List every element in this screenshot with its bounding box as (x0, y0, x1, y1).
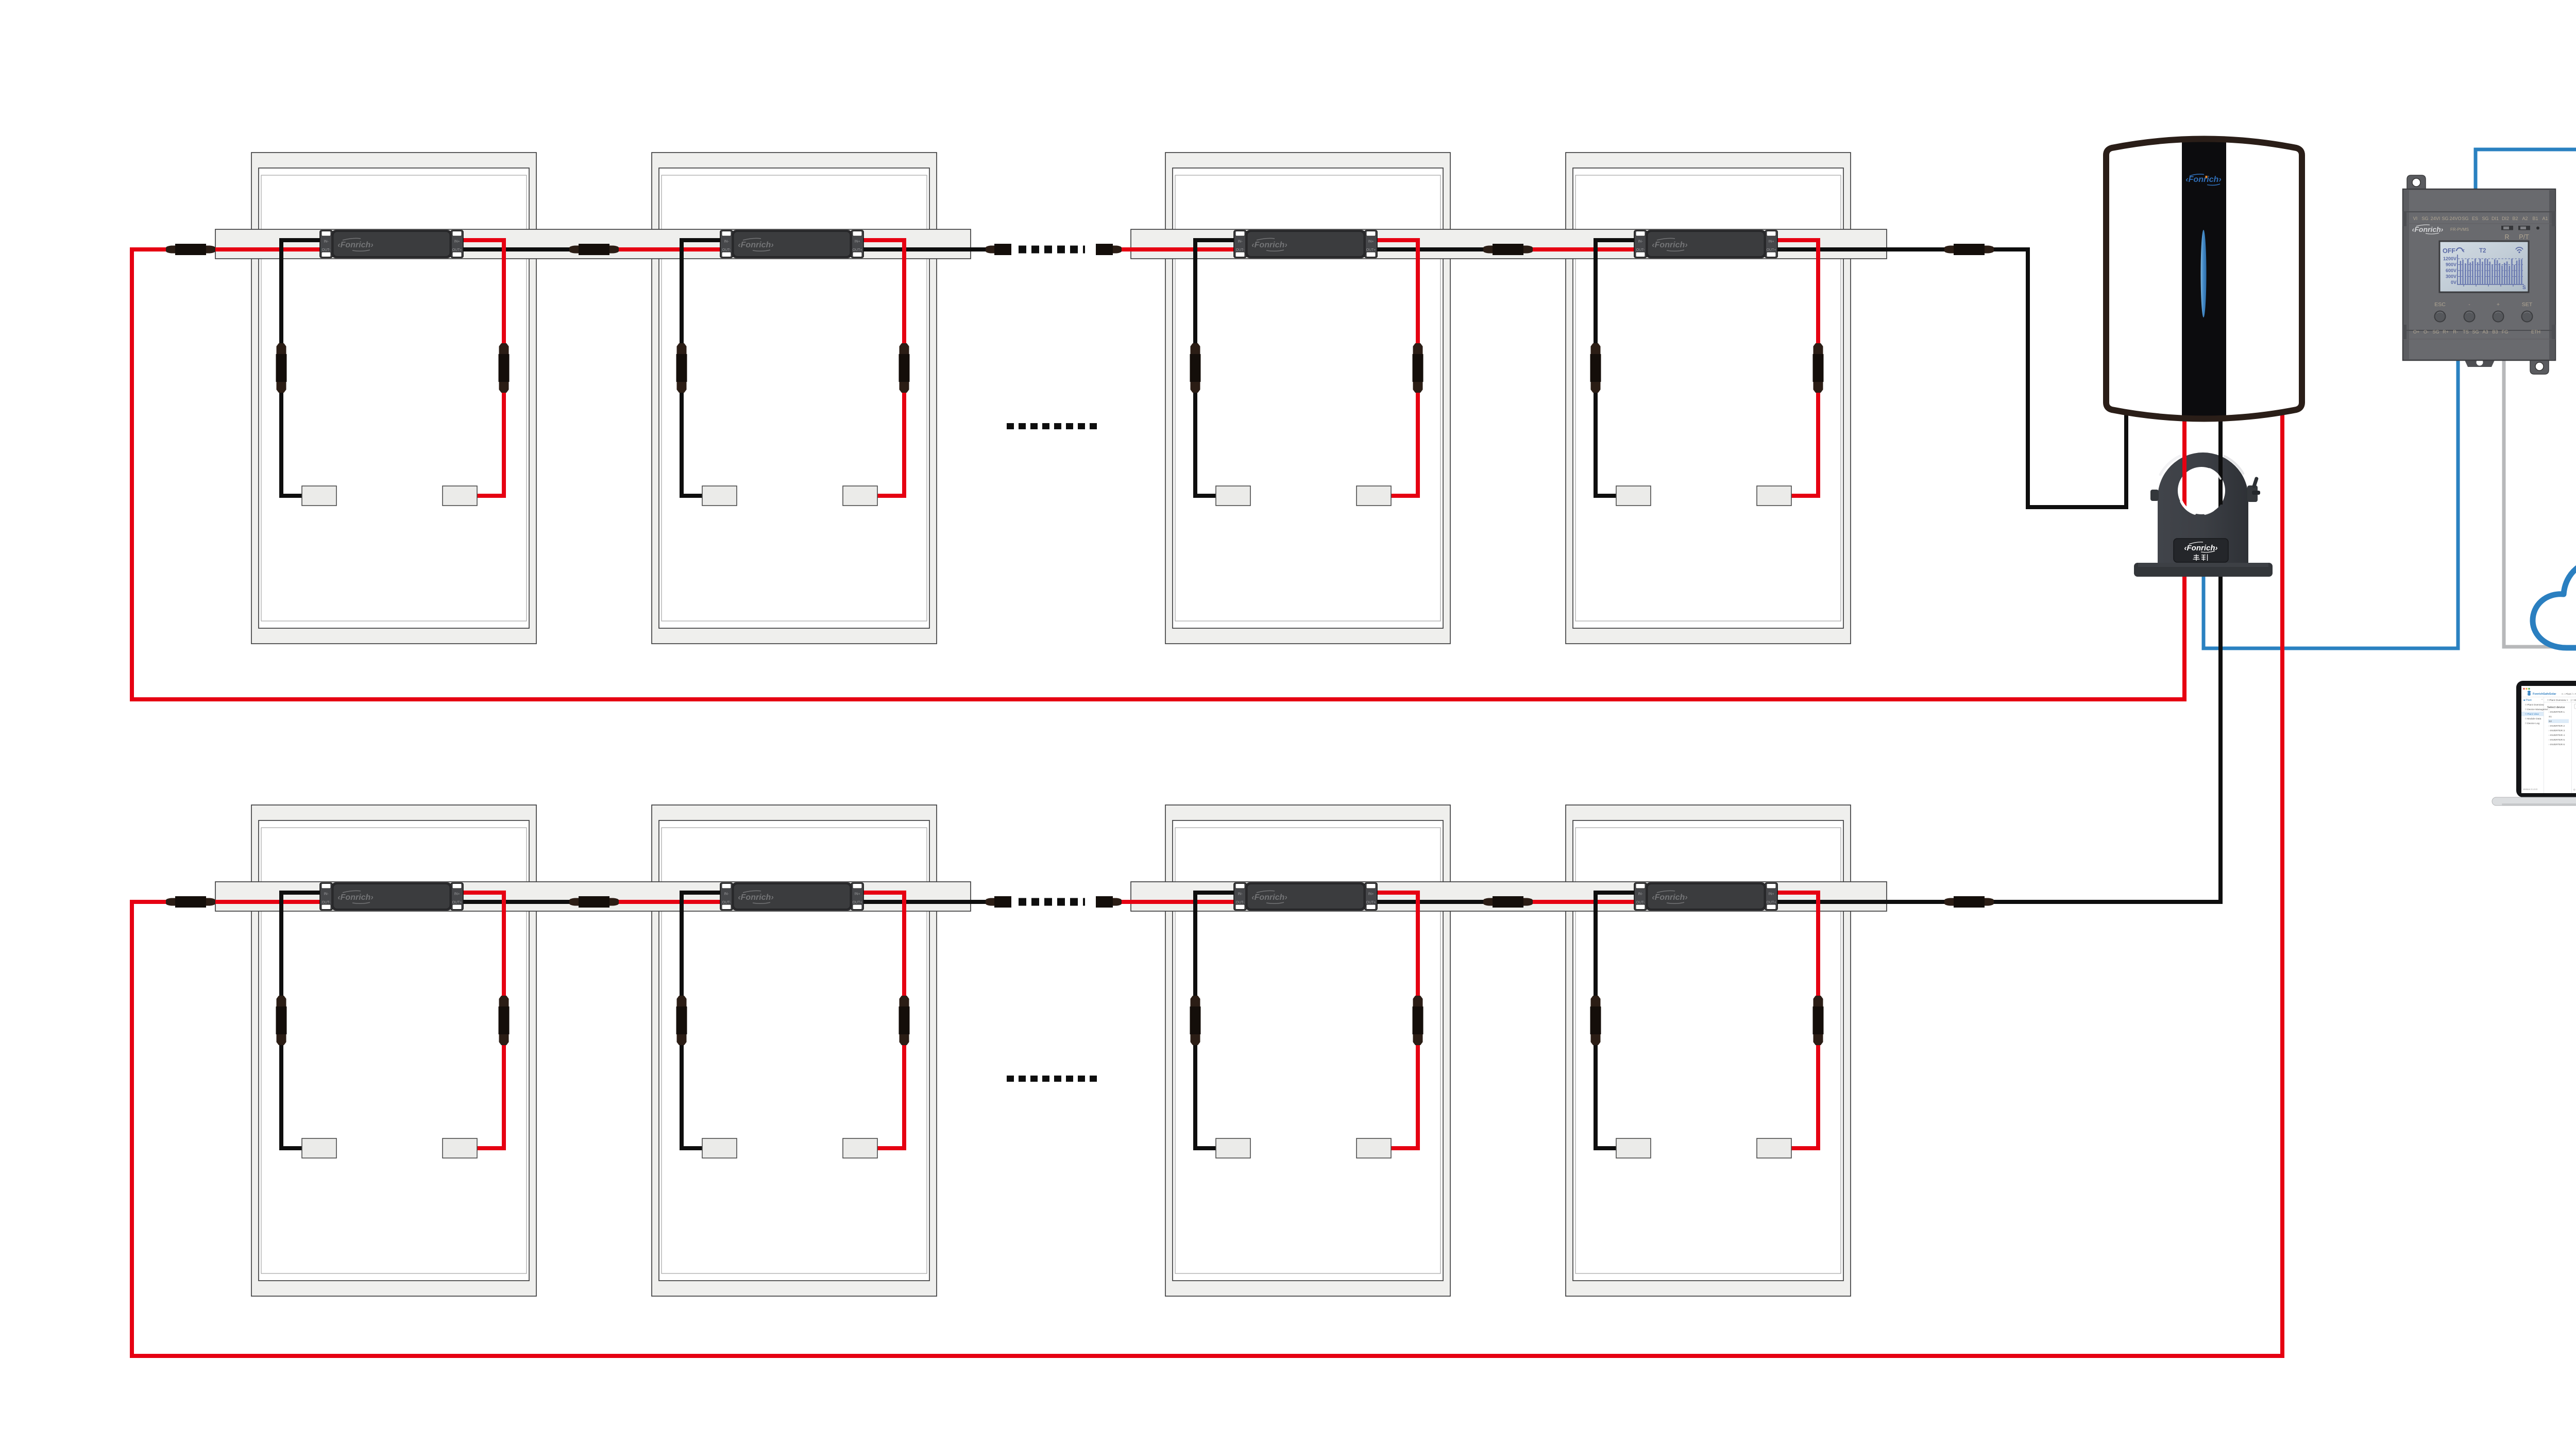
svg-text:B2: B2 (2512, 216, 2518, 221)
svg-text:A3: A3 (2482, 329, 2488, 334)
svg-text:S: S (2522, 285, 2526, 291)
svg-text:SG: SG (2432, 329, 2439, 334)
svg-text:‹Fonrich›: ‹Fonrich› (2412, 225, 2444, 233)
svg-text:0V: 0V (2451, 280, 2456, 285)
svg-text:SET: SET (2522, 301, 2533, 308)
svg-text:Version 2.1.0.0: Version 2.1.0.0 (2523, 788, 2538, 791)
svg-text:O-: O- (2424, 329, 2429, 334)
svg-text:□ Module Data: □ Module Data (2525, 717, 2541, 720)
svg-text:□ Plant Overview ×: □ Plant Overview × (2547, 699, 2568, 702)
svg-text:‹Fonrich›: ‹Fonrich› (2184, 544, 2218, 552)
svg-text:□ Device Manageme...: □ Device Manageme... (2525, 708, 2550, 711)
svg-text:› INVERTER 3: › INVERTER 3 (2549, 729, 2565, 732)
svg-text:› INVERTER 6: › INVERTER 6 (2549, 743, 2565, 746)
svg-text:› INVERTER 2: › INVERTER 2 (2549, 725, 2565, 728)
svg-text:24VI: 24VI (2431, 216, 2441, 221)
svg-text:R+: R+ (2443, 329, 2449, 334)
svg-text:T2: T2 (2479, 248, 2486, 254)
svg-text:ETH: ETH (2531, 329, 2540, 334)
svg-text:B1: B1 (2532, 216, 2538, 221)
svg-text:^: ^ (2541, 699, 2543, 702)
svg-text:SG: SG (2482, 216, 2488, 221)
svg-text:24VO: 24VO (2449, 216, 2461, 221)
svg-text:-: - (2468, 301, 2470, 308)
svg-text:FG: FG (2502, 329, 2509, 334)
svg-text:SG: SG (2442, 216, 2448, 221)
svg-text:SG: SG (2472, 329, 2479, 334)
svg-text:S2: S2 (2549, 720, 2552, 723)
svg-text:FonrichSafeSolar: FonrichSafeSolar (2533, 693, 2556, 696)
svg-text:R: R (2504, 233, 2509, 241)
svg-text:O+: O+ (2413, 329, 2419, 334)
svg-text:DI1: DI1 (2492, 216, 2499, 221)
svg-text:■ Plant: ■ Plant (2523, 699, 2532, 702)
svg-text:600V: 600V (2446, 268, 2456, 273)
svg-text:S1: S1 (2549, 715, 2552, 718)
svg-text:□ Plant View: □ Plant View (2525, 713, 2539, 716)
svg-text:A2: A2 (2522, 216, 2528, 221)
svg-text:1200V: 1200V (2443, 256, 2456, 261)
svg-text:SG: SG (2421, 216, 2428, 221)
svg-text:OFF: OFF (2443, 247, 2455, 255)
svg-text:B3: B3 (2492, 329, 2498, 334)
svg-text:□ Device Log: □ Device Log (2525, 722, 2540, 725)
svg-text:› INVERTER 4: › INVERTER 4 (2549, 734, 2565, 737)
svg-text:+: + (2497, 301, 2500, 308)
svg-text:A1: A1 (2542, 216, 2548, 221)
svg-text:FR-PVMS: FR-PVMS (2450, 227, 2469, 232)
svg-text:P/T: P/T (2519, 233, 2529, 241)
svg-text:‹Fonrich›: ‹Fonrich› (2185, 175, 2221, 184)
svg-text:TS: TS (2463, 329, 2469, 334)
svg-text:© 2020 Fonrich (Shanghai) New: © 2020 Fonrich (Shanghai) New Energy Tec… (2573, 788, 2576, 791)
svg-text:300V: 300V (2446, 274, 2456, 279)
svg-text:900V: 900V (2446, 262, 2456, 267)
svg-text:› INVERTER 1: › INVERTER 1 (2549, 711, 2565, 714)
svg-text:DI2: DI2 (2502, 216, 2509, 221)
svg-text:Select device: Select device (2547, 706, 2565, 709)
svg-text:SG: SG (2462, 216, 2468, 221)
svg-text:VI: VI (2413, 216, 2418, 221)
svg-text:R-: R- (2453, 329, 2458, 334)
svg-text:| □ Device Management ×: | □ Device Management × (2571, 699, 2576, 702)
svg-text:□ Plant Overview: □ Plant Overview (2525, 703, 2544, 707)
svg-text:› INVERTER 5: › INVERTER 5 (2549, 739, 2565, 742)
svg-text:ESC: ESC (2434, 301, 2446, 308)
svg-text:ES: ES (2472, 216, 2478, 221)
